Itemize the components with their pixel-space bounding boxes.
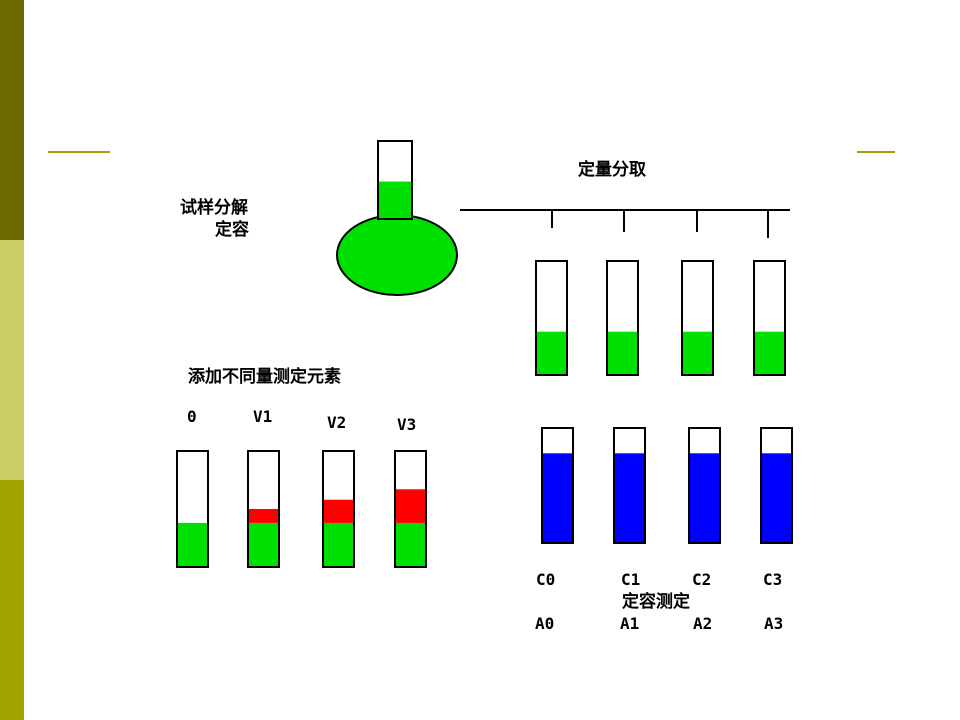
- tube-outline: [176, 450, 209, 568]
- volumetric-flask: [336, 140, 458, 296]
- aliquot-tube-0: [535, 260, 568, 376]
- tube-base-liquid: [177, 522, 208, 567]
- side-band-light: [0, 240, 24, 480]
- tube-outline: [606, 260, 639, 376]
- measure-tube-2: [688, 427, 721, 544]
- tube-liquid: [607, 331, 638, 375]
- side-band-mid: [0, 480, 24, 720]
- tube-spike-liquid: [323, 499, 354, 523]
- title-rule-left: [48, 151, 110, 153]
- tube-liquid: [761, 453, 792, 543]
- flask-neck: [377, 140, 413, 220]
- aliquot-tube-3: [753, 260, 786, 376]
- c-label-0: C0: [536, 570, 556, 589]
- tube-outline: [760, 427, 793, 544]
- tube-outline: [613, 427, 646, 544]
- measure-tubes: [541, 427, 793, 544]
- tube-liquid: [614, 453, 645, 543]
- a-label-0: A0: [535, 614, 555, 633]
- tube-liquid: [536, 331, 567, 375]
- tube-base-liquid: [248, 522, 279, 567]
- spike-tube-0: [176, 450, 209, 568]
- aliquot-bracket: [460, 209, 790, 238]
- flask-neck-liquid: [378, 181, 412, 223]
- tube-outline: [535, 260, 568, 376]
- fix-volume-label: 定容: [215, 220, 249, 240]
- tube-base-liquid: [395, 522, 426, 567]
- spike-label-v3: V3: [397, 415, 417, 434]
- tube-liquid: [542, 453, 573, 543]
- c-label-3: C3: [763, 570, 783, 589]
- aliquot-tube-1: [606, 260, 639, 376]
- spike-label-v1: V1: [253, 407, 273, 426]
- spike-label-v2: V2: [327, 413, 347, 432]
- aliquot-tubes: [535, 260, 786, 376]
- tube-liquid: [689, 453, 720, 543]
- spiked-tubes: [176, 450, 427, 568]
- tube-base-liquid: [323, 522, 354, 567]
- measure-tube-3: [760, 427, 793, 544]
- tube-outline: [753, 260, 786, 376]
- flask-bulb: [336, 214, 458, 296]
- side-band-dark: [0, 0, 24, 240]
- add-elements-label: 添加不同量测定元素: [188, 367, 341, 387]
- a-label-3: A3: [764, 614, 784, 633]
- a-label-1: A1: [620, 614, 640, 633]
- spike-tube-2: [322, 450, 355, 568]
- tube-liquid: [754, 331, 785, 375]
- aliquot-label: 定量分取: [578, 160, 646, 180]
- spike-tube-1: [247, 450, 280, 568]
- digest-label: 试样分解: [180, 198, 248, 218]
- tube-spike-liquid: [395, 489, 426, 523]
- tube-outline: [394, 450, 427, 568]
- tube-outline: [681, 260, 714, 376]
- c-label-2: C2: [692, 570, 712, 589]
- tube-outline: [247, 450, 280, 568]
- measure-tube-0: [541, 427, 574, 544]
- tube-outline: [541, 427, 574, 544]
- a-label-2: A2: [693, 614, 713, 633]
- tube-spike-liquid: [248, 509, 279, 523]
- tube-liquid: [682, 331, 713, 375]
- measure-tube-1: [613, 427, 646, 544]
- aliquot-tube-2: [681, 260, 714, 376]
- title-rule-right: [857, 151, 895, 153]
- tube-outline: [688, 427, 721, 544]
- spike-tube-3: [394, 450, 427, 568]
- measure-label: 定容测定: [622, 592, 690, 612]
- spike-label-0: 0: [187, 407, 197, 426]
- c-label-1: C1: [621, 570, 641, 589]
- tube-outline: [322, 450, 355, 568]
